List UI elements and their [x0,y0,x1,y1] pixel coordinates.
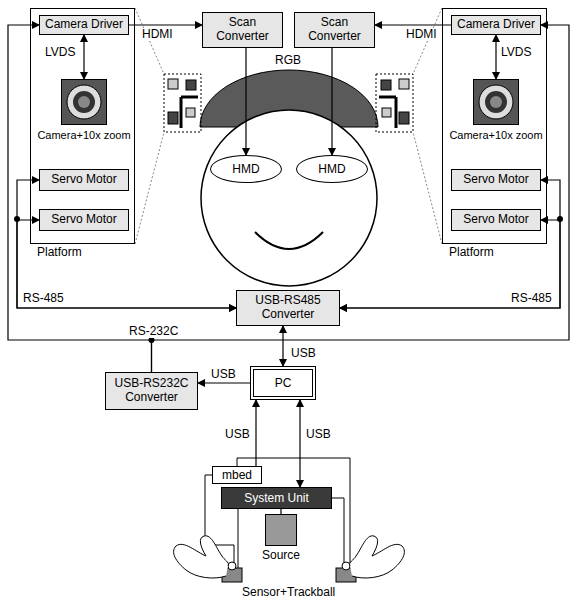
node-label: Servo Motor [51,173,116,187]
connector [17,220,236,308]
connector [331,48,332,155]
node-label: HMD [232,162,259,176]
source-block: Source [256,514,306,558]
device-box: Servo Motor [451,209,541,231]
connector [340,180,560,308]
node-label: Source [256,548,306,562]
connector [152,25,570,372]
signal-label: HDMI [141,28,174,41]
part-label: Sensor+Trackball [241,586,336,599]
signal-label: USB [210,368,237,381]
connector [17,180,236,308]
hand [350,536,405,578]
signal-label: HDMI [405,28,438,41]
system-unit-box: System Unit [221,487,332,509]
signal-label: USB [305,428,332,441]
node-label: Scan Converter [206,16,279,44]
camera: Camera+10x zoom [34,79,134,147]
node-label: PC [275,376,292,390]
node-label: Platform [37,245,82,259]
node-label: Servo Motor [51,213,116,227]
trackball [342,562,350,570]
device-box: mbed [212,466,262,484]
device-box: Servo Motor [39,169,129,191]
camera: Camera+10x zoom [446,79,546,147]
connector [255,400,256,466]
node-label: Camera Driver [457,18,535,32]
node-label: Scan Converter [298,16,371,44]
node-label: USB-RS232C Converter [109,377,194,405]
device-box: Servo Motor [451,169,541,191]
signal-label: RGB [274,54,302,67]
junction-dot [14,216,563,343]
trackball [228,562,236,570]
node-label: Servo Motor [463,213,528,227]
node-label: System Unit [244,491,309,505]
connector [198,382,250,383]
device-box: Camera Driver [451,15,541,35]
node-label: Camera+10x zoom [446,129,546,141]
face [201,110,377,286]
hmd-display: HMD [296,155,368,183]
signal-label: LVDS [44,46,76,59]
signal-label: RS-232C [128,325,179,338]
node-label: mbed [222,468,252,482]
hmd-display: HMD [210,155,282,183]
device-box: Scan Converter [294,12,375,48]
sensor-wire [205,458,350,568]
camera-icon [473,79,519,125]
node-label: Camera Driver [45,18,123,32]
device-box: Servo Motor [39,209,129,231]
device-box: Scan Converter [202,12,283,48]
signal-label: USB [224,428,251,441]
device-box: Camera Driver [39,15,129,35]
mechanism-detail [164,74,413,132]
signal-label: LVDS [500,46,532,59]
platform-frame: PlatformCamera DriverCamera+10x zoomServ… [442,8,547,244]
node-label: Servo Motor [463,173,528,187]
node-label: HMD [318,162,345,176]
signal-label: USB [290,347,317,360]
pc-box: PC [250,366,316,400]
connector [340,220,560,308]
zoom-leader [135,8,442,244]
connector [245,48,246,155]
node-label: USB-RS485 Converter [240,294,336,322]
connector [83,35,84,79]
hand [174,536,229,578]
signal-label: RS-485 [22,292,65,305]
connector [282,326,283,366]
platform-frame: PlatformCamera DriverCamera+10x zoomServ… [30,8,135,244]
connector [129,24,202,25]
device-box: USB-RS232C Converter [105,372,198,410]
connector [375,24,451,25]
device-box: USB-RS485 Converter [236,290,340,326]
camera-icon [61,79,107,125]
node-label: Camera+10x zoom [34,129,134,141]
node-label: Platform [449,245,494,259]
connector [495,35,496,79]
signal-label: RS-485 [510,292,553,305]
smile [255,232,323,249]
source-symbol [265,514,297,546]
connector [299,400,300,487]
